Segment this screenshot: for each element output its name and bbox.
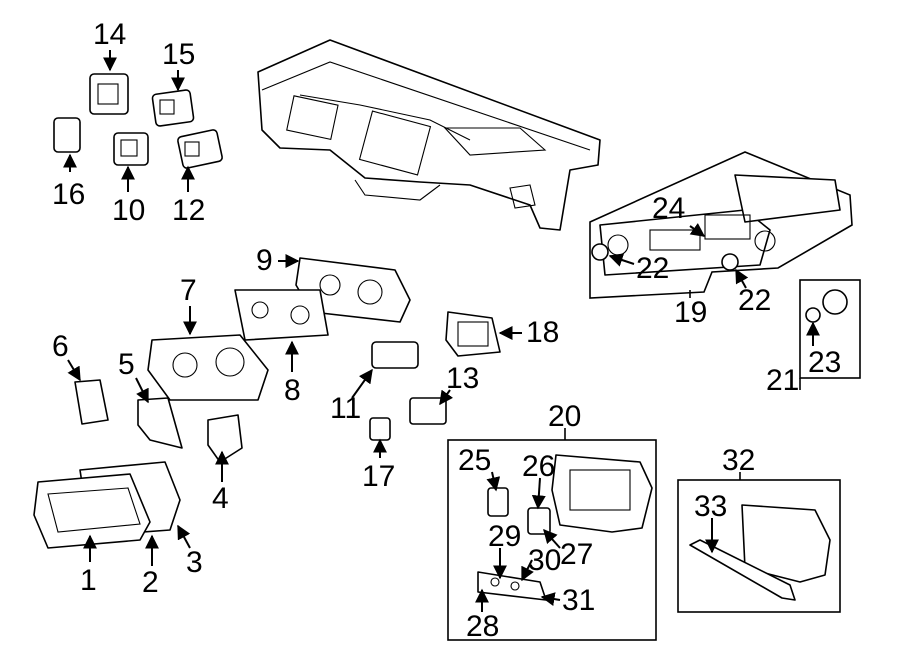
callout-19: 19 <box>674 296 708 329</box>
callout-4: 4 <box>212 482 229 515</box>
callout-29: 29 <box>488 520 522 553</box>
callout-23: 23 <box>808 346 842 379</box>
callout-24: 24 <box>652 192 686 225</box>
bezel-18-drawing <box>445 311 501 357</box>
plate-5-drawing <box>137 397 183 449</box>
switch-15-drawing <box>151 89 195 127</box>
knob-group-21-drawing <box>799 279 861 379</box>
callout-22-right: 22 <box>738 284 772 317</box>
callout-8: 8 <box>284 374 301 407</box>
callout-18: 18 <box>526 316 560 349</box>
callout-13: 13 <box>446 362 480 395</box>
switch-11-drawing <box>371 341 419 369</box>
box-32-drawing <box>677 479 841 613</box>
cluster-7-drawing <box>147 334 269 401</box>
switch-17-drawing <box>369 417 391 441</box>
callout-25: 25 <box>458 444 492 477</box>
callout-15: 15 <box>162 38 196 71</box>
callout-6: 6 <box>52 330 69 363</box>
callout-10: 10 <box>112 194 146 227</box>
leader-lines <box>63 50 820 612</box>
plate-6-drawing <box>74 379 109 425</box>
callout-2: 2 <box>142 566 159 599</box>
callout-33: 33 <box>694 490 728 523</box>
switch-10-drawing <box>113 132 149 166</box>
cluster-housing-drawing <box>33 461 181 549</box>
callout-12: 12 <box>172 194 206 227</box>
callout-7: 7 <box>180 274 197 307</box>
callout-14: 14 <box>93 18 127 51</box>
callout-1: 1 <box>80 564 97 597</box>
switch-12-drawing <box>177 129 223 169</box>
callout-5: 5 <box>118 348 135 381</box>
switch-13-drawing <box>409 397 447 425</box>
callout-22-left: 22 <box>636 252 670 285</box>
instrument-panel-drawing <box>257 39 601 231</box>
callout-30: 30 <box>528 544 562 577</box>
callout-9: 9 <box>256 244 273 277</box>
switch-14-drawing <box>89 73 129 115</box>
board-4-drawing <box>207 414 243 463</box>
callout-31: 31 <box>562 584 596 617</box>
callout-11: 11 <box>330 392 362 425</box>
callout-27: 27 <box>560 538 594 571</box>
callout-21: 21 <box>766 364 800 397</box>
control-panel-19-drawing <box>589 151 853 299</box>
cover-16-drawing <box>53 117 81 153</box>
printed-circuit-8-drawing <box>234 289 329 341</box>
callout-16: 16 <box>52 178 86 211</box>
callout-32: 32 <box>722 444 756 477</box>
callout-3: 3 <box>186 546 203 579</box>
callout-26: 26 <box>522 450 556 483</box>
callout-28: 28 <box>466 610 500 643</box>
callout-17: 17 <box>362 460 396 493</box>
callout-20: 20 <box>548 400 582 433</box>
gauge-assembly-9-drawing <box>295 257 411 323</box>
